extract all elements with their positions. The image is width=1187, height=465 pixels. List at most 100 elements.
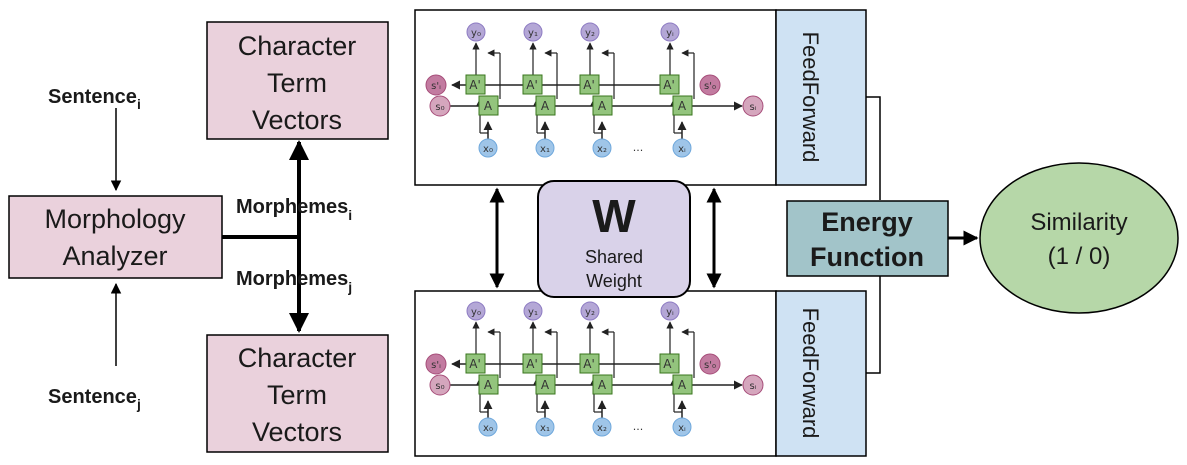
analyzer-line1: Morphology — [44, 204, 186, 234]
back-state-start-label: s'₀ — [704, 360, 716, 371]
feedforward-top-label: FeedForward — [798, 32, 823, 163]
shared-weight-line2: Weight — [586, 271, 642, 291]
output-node-icon — [660, 301, 680, 321]
morphology-analyzer-box: Morphology Analyzer — [8, 195, 223, 279]
back-state-start-label: s'₀ — [704, 81, 716, 92]
back-state-end-label: s'ᵢ — [431, 81, 441, 92]
input-label: xᵢ — [678, 144, 686, 155]
forward-cell-label: A — [541, 99, 550, 113]
forward-cell-label: A — [678, 378, 687, 392]
forward-cell-label: A — [678, 99, 687, 113]
sentence-i-label: Sentencei — [48, 86, 141, 112]
back-state-start-node-icon — [699, 353, 721, 375]
morphemes-j-label: Morphemesj — [236, 268, 352, 295]
term-vectors-bottom-line1: Character — [238, 343, 357, 373]
back-state-start-node-icon — [699, 74, 721, 96]
forward-cell-label: A — [484, 378, 493, 392]
state-start-node-icon — [429, 95, 451, 117]
term-vectors-bottom-line3: Vectors — [252, 417, 342, 447]
similarity-line2: (1 / 0) — [1048, 243, 1111, 270]
forward-cell-label: A — [598, 378, 607, 392]
similarity-line1: Similarity — [1030, 209, 1127, 236]
term-vectors-box-top: Character Term Vectors — [206, 21, 389, 140]
ellipsis: ... — [633, 141, 644, 154]
output-label: y₀ — [471, 307, 481, 318]
input-label: x₁ — [540, 423, 550, 434]
input-node-icon — [672, 138, 692, 158]
term-vectors-top-line2: Term — [267, 68, 327, 98]
shared-weight-box: W Shared Weight — [537, 180, 691, 298]
backward-cell-label: A' — [583, 78, 595, 92]
energy-line2: Function — [810, 242, 924, 272]
output-node-icon — [660, 22, 680, 42]
feedforward-top: FeedForward — [775, 9, 867, 186]
output-label: y₂ — [585, 28, 595, 39]
similarity-node: Similarity (1 / 0) — [979, 162, 1179, 314]
output-label: y₀ — [471, 28, 481, 39]
forward-cell-label: A — [484, 99, 493, 113]
output-node-icon — [466, 301, 486, 321]
output-node-icon — [580, 301, 600, 321]
backward-cell-label: A' — [663, 78, 675, 92]
input-node-icon — [592, 417, 612, 437]
forward-cell-label: A — [541, 378, 550, 392]
output-label: y₁ — [528, 28, 538, 39]
output-node-icon — [523, 22, 543, 42]
back-state-end-label: s'ᵢ — [431, 360, 441, 371]
output-node-icon — [580, 22, 600, 42]
backward-cell-label: A' — [469, 357, 481, 371]
shared-weight-symbol: W — [592, 190, 636, 242]
morphemes-i-label: Morphemesi — [236, 196, 352, 223]
output-node-icon — [523, 301, 543, 321]
ellipsis: ... — [633, 420, 644, 433]
feedforward-bottom-label: FeedForward — [798, 308, 823, 439]
term-vectors-top-line1: Character — [238, 31, 357, 61]
output-label: yᵢ — [666, 28, 674, 39]
back-state-end-node-icon — [425, 74, 447, 96]
connector-ff-bottom — [866, 276, 881, 374]
forward-cell-label: A — [598, 99, 607, 113]
input-label: x₂ — [597, 144, 607, 155]
back-state-end-node-icon — [425, 353, 447, 375]
input-node-icon — [535, 417, 555, 437]
term-vectors-bottom-line2: Term — [267, 380, 327, 410]
output-label: y₂ — [585, 307, 595, 318]
analyzer-line2: Analyzer — [62, 241, 167, 271]
input-label: x₁ — [540, 144, 550, 155]
input-label: xᵢ — [678, 423, 686, 434]
input-node-icon — [592, 138, 612, 158]
backward-cell-label: A' — [526, 357, 538, 371]
backward-cell-label: A' — [469, 78, 481, 92]
state-end-node-icon — [742, 374, 764, 396]
output-node-icon — [466, 22, 486, 42]
backward-cell-label: A' — [663, 357, 675, 371]
input-label: x₂ — [597, 423, 607, 434]
backward-cell-label: A' — [526, 78, 538, 92]
state-start-label: s₀ — [435, 102, 444, 113]
input-node-icon — [478, 138, 498, 158]
state-end-label: sᵢ — [750, 102, 757, 113]
term-vectors-top-line3: Vectors — [252, 105, 342, 135]
energy-function-box: Energy Function — [786, 200, 949, 277]
state-start-label: s₀ — [435, 381, 444, 392]
feedforward-bottom: FeedForward — [775, 290, 867, 457]
output-label: y₁ — [528, 307, 538, 318]
input-label: x₀ — [483, 144, 493, 155]
connector-ff-top — [866, 96, 881, 200]
output-label: yᵢ — [666, 307, 674, 318]
state-start-node-icon — [429, 374, 451, 396]
state-end-node-icon — [742, 95, 764, 117]
input-node-icon — [535, 138, 555, 158]
shared-weight-line1: Shared — [585, 247, 643, 267]
term-vectors-box-bottom: Character Term Vectors — [206, 334, 389, 453]
state-end-label: sᵢ — [750, 381, 757, 392]
sentence-j-label: Sentencej — [48, 386, 141, 412]
input-label: x₀ — [483, 423, 493, 434]
input-node-icon — [478, 417, 498, 437]
energy-line1: Energy — [821, 207, 913, 237]
